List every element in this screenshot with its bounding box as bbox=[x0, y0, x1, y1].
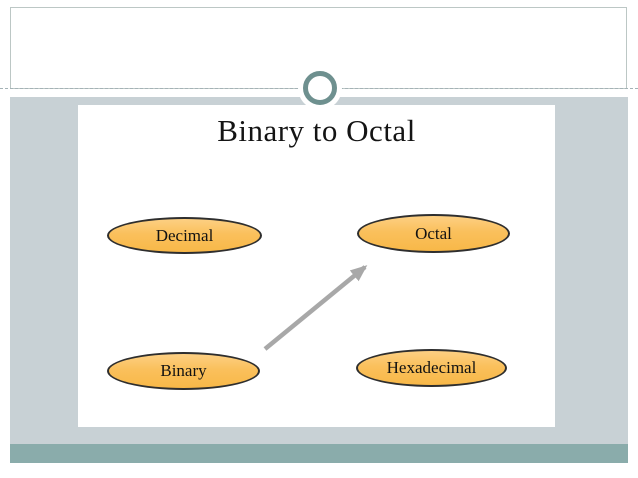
node-hexadecimal: Hexadecimal bbox=[356, 349, 507, 387]
circle-ornament bbox=[303, 71, 337, 105]
node-octal: Octal bbox=[357, 214, 510, 253]
slide-content-area: Binary to Octal Decimal Octal Binary Hex… bbox=[78, 105, 555, 427]
node-binary: Binary bbox=[107, 352, 260, 390]
node-binary-label: Binary bbox=[160, 361, 207, 380]
node-hexadecimal-label: Hexadecimal bbox=[386, 358, 477, 377]
node-decimal: Decimal bbox=[107, 217, 262, 254]
node-octal-label: Octal bbox=[415, 223, 452, 243]
node-decimal-label: Decimal bbox=[155, 225, 214, 245]
slide-title: Binary to Octal bbox=[217, 113, 416, 148]
arrow-binary-to-octal bbox=[263, 265, 368, 351]
footer-accent-band bbox=[10, 444, 628, 463]
